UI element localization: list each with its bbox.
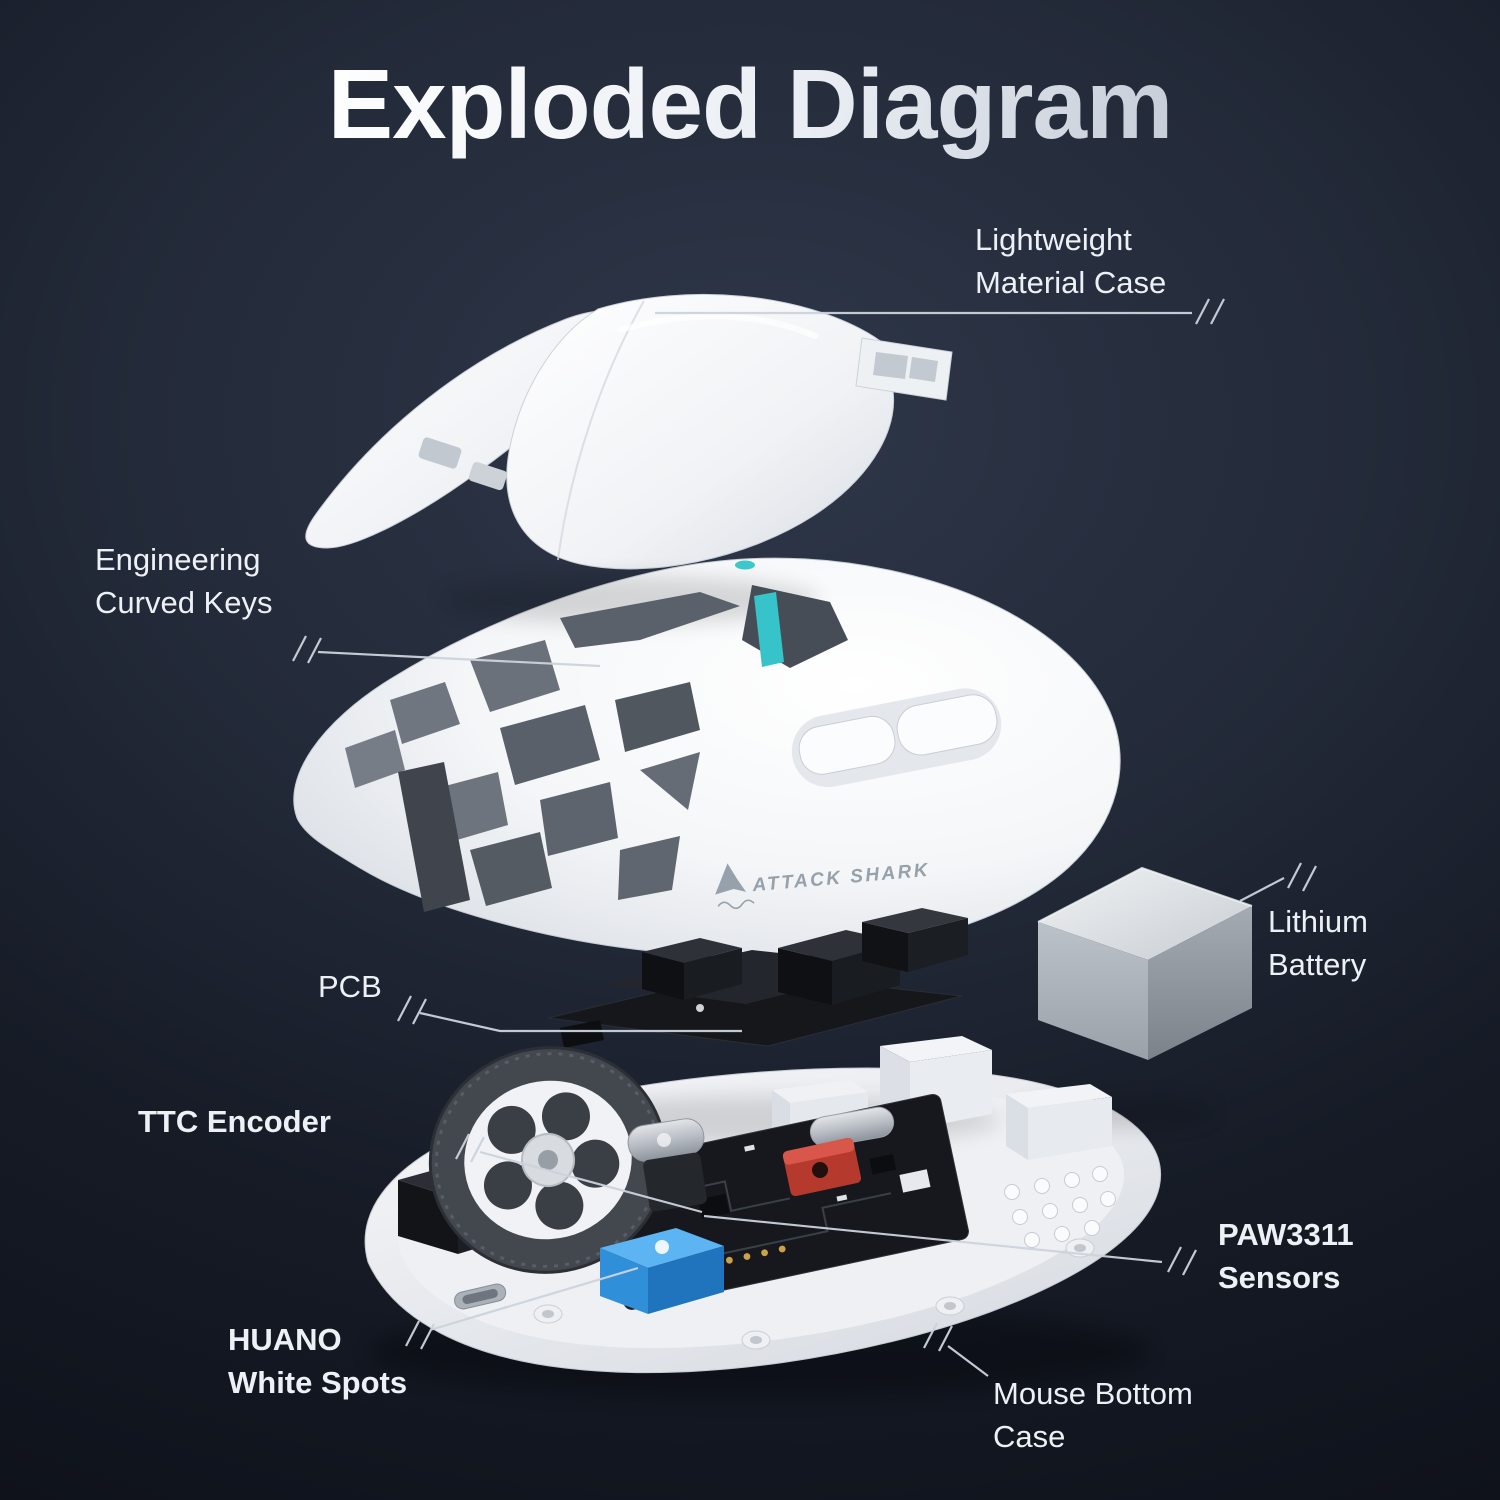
led-indicator — [735, 560, 755, 570]
battery-front-face — [1038, 922, 1148, 1060]
side-buttons — [791, 688, 1002, 788]
pcb-screw — [696, 1004, 704, 1012]
label-line: Sensors — [1218, 1260, 1341, 1295]
shark-logo-icon — [715, 863, 747, 895]
label-line: Mouse Bottom — [993, 1376, 1193, 1411]
label-paw3311-sensors: PAW3311 Sensors — [1218, 1213, 1354, 1299]
label-line: Material Case — [975, 265, 1167, 300]
battery-side-face — [1148, 906, 1252, 1060]
ic-chip — [869, 1153, 897, 1175]
cover-highlight — [617, 313, 818, 339]
top-cover-shells — [305, 293, 953, 570]
label-mouse-bottom-case: Mouse Bottom Case — [993, 1372, 1193, 1458]
label-line: Battery — [1268, 947, 1367, 982]
pcb-connector — [899, 1169, 931, 1193]
callout-pcb-ticks — [397, 995, 427, 1025]
cover-clip — [418, 437, 462, 469]
callout-huano-ticks — [405, 1320, 435, 1350]
switch-block-far-right — [862, 908, 968, 972]
callout-sensor-line — [703, 1214, 1163, 1264]
callout-encoder-ticks — [455, 1133, 485, 1163]
label-line: PAW3311 — [1218, 1217, 1354, 1252]
label-line: Curved Keys — [95, 585, 273, 620]
label-line: PCB — [318, 969, 382, 1004]
callout-keys-line — [317, 650, 601, 668]
scroll-wheel — [428, 1046, 668, 1274]
shell-cutouts — [345, 585, 848, 912]
label-engineering-curved-keys: Engineering Curved Keys — [95, 538, 272, 624]
top-cover-main-shell — [506, 293, 900, 570]
cover-shadow — [440, 576, 820, 624]
side-button-front — [896, 694, 998, 756]
callout-huano-line — [429, 1266, 639, 1332]
battery-top-face — [1038, 868, 1252, 960]
callout-sensor-ticks — [1167, 1246, 1197, 1276]
label-line: Engineering — [95, 542, 261, 577]
sensor-aperture — [812, 1162, 828, 1178]
label-line: Case — [993, 1419, 1066, 1454]
encoder-body — [643, 1152, 707, 1212]
callout-battery-ticks — [1287, 862, 1317, 892]
label-line: HUANO — [228, 1322, 342, 1357]
label-line: Lithium — [1268, 904, 1368, 939]
lithium-battery — [1037, 866, 1253, 1060]
label-line: TTC Encoder — [138, 1104, 331, 1139]
callout-bottom-ticks — [923, 1322, 953, 1352]
pcb-bracket — [560, 1020, 604, 1048]
vent-holes — [1004, 1166, 1116, 1248]
main-shell: ATTACK SHARK — [293, 557, 1121, 957]
callout-battery-line — [1239, 877, 1285, 902]
cover-tail-connector — [855, 337, 953, 401]
callout-bottom-line — [947, 1345, 989, 1377]
logo-squiggle — [717, 899, 755, 910]
cover-clip — [468, 461, 508, 491]
switch-block-center — [642, 938, 742, 1000]
cylinder-component — [809, 1106, 895, 1148]
teal-accent-strip — [754, 592, 784, 667]
side-button-back — [798, 715, 896, 775]
callout-encoder-line — [479, 1150, 703, 1214]
paw3311-sensor — [782, 1137, 862, 1197]
label-pcb: PCB — [318, 965, 382, 1008]
pcb-assembly — [547, 908, 968, 1048]
usb-c-port — [454, 1283, 507, 1310]
label-ttc-encoder: TTC Encoder — [138, 1100, 331, 1143]
label-line: Lightweight — [975, 222, 1132, 257]
callout-pcb-line — [419, 1011, 742, 1033]
callout-keys-ticks — [292, 635, 322, 664]
label-line: White Spots — [228, 1365, 408, 1400]
page-title: Exploded Diagram — [0, 48, 1500, 161]
right-wall — [1006, 1084, 1112, 1160]
huano-switch — [600, 1228, 724, 1314]
switch-plunger — [655, 1240, 669, 1254]
callout-lines — [292, 298, 1317, 1377]
bottom-assembly — [364, 1036, 1215, 1398]
label-lightweight-material-case: Lightweight Material Case — [975, 218, 1166, 304]
ttc-encoder — [627, 1118, 707, 1212]
battery-edge-highlight — [1037, 866, 1253, 923]
callout-case-ticks — [1195, 298, 1225, 325]
label-lithium-battery: Lithium Battery — [1268, 900, 1368, 986]
label-huano-white-spots: HUANO White Spots — [228, 1318, 407, 1404]
